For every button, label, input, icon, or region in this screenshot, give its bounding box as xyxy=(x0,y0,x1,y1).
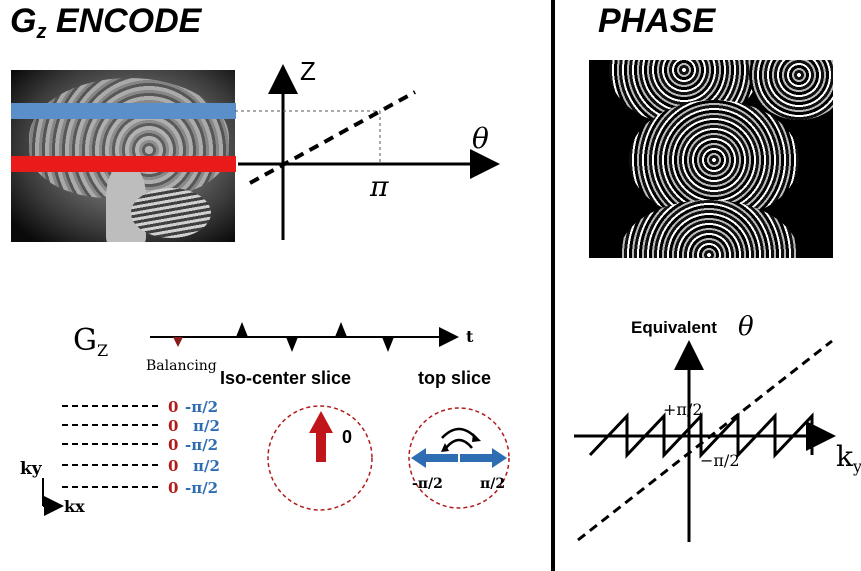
iso-value: 0 xyxy=(342,427,352,447)
balancing-label: Balancing xyxy=(146,358,217,374)
kspace-zero: 0 xyxy=(168,479,178,497)
kspace-zero: 0 xyxy=(168,457,178,475)
kspace-phase: -π/2 xyxy=(185,479,218,497)
kspace-zero: 0 xyxy=(168,398,178,416)
top-slice-circle xyxy=(408,407,510,509)
minus-pi-half: −π/2 xyxy=(700,451,740,470)
kspace-zero: 0 xyxy=(168,417,178,435)
equiv-ky: ky xyxy=(836,440,861,476)
kspace-zero: 0 xyxy=(168,436,178,454)
kspace-phase: π/2 xyxy=(193,417,220,435)
iso-title: Iso-center slice xyxy=(220,368,351,388)
equiv-title: Equivalent xyxy=(631,318,717,337)
iso-arrow-head xyxy=(309,411,333,433)
t-label: t xyxy=(466,327,474,346)
top-slice-bar xyxy=(11,103,236,119)
wrapped-phase xyxy=(588,412,814,459)
balancing-lobe xyxy=(173,337,183,347)
phase-title: PHASE xyxy=(598,2,716,40)
z-axis-label: Z xyxy=(300,56,316,86)
phase-ramp xyxy=(249,90,416,185)
axial-phase-image xyxy=(589,60,833,258)
kx-label: kx xyxy=(64,497,85,516)
gz-label: GZ xyxy=(73,323,108,360)
kspace-phase: -π/2 xyxy=(185,436,218,454)
pi-label: π xyxy=(369,170,389,203)
kspace-lines xyxy=(62,405,160,488)
kspace-phase: -π/2 xyxy=(185,398,218,416)
equiv-dashed-ramp xyxy=(577,339,833,542)
iso-slice-bar xyxy=(11,156,236,172)
theta-label: θ xyxy=(472,122,489,155)
vertical-divider xyxy=(551,0,555,571)
equiv-theta: θ xyxy=(738,312,754,342)
top-slice-title: top slice xyxy=(418,368,491,388)
plus-pi-half: +π/2 xyxy=(663,400,703,419)
kspace-phase: π/2 xyxy=(193,457,220,475)
iso-arrow-shaft xyxy=(316,432,326,462)
top-slice-right: π/2 xyxy=(480,476,505,492)
gz-encode-title: Gz ENCODE xyxy=(10,2,202,43)
ky-label: ky xyxy=(20,459,43,479)
iso-circle xyxy=(267,405,373,511)
top-slice-left: -π/2 xyxy=(412,476,443,492)
